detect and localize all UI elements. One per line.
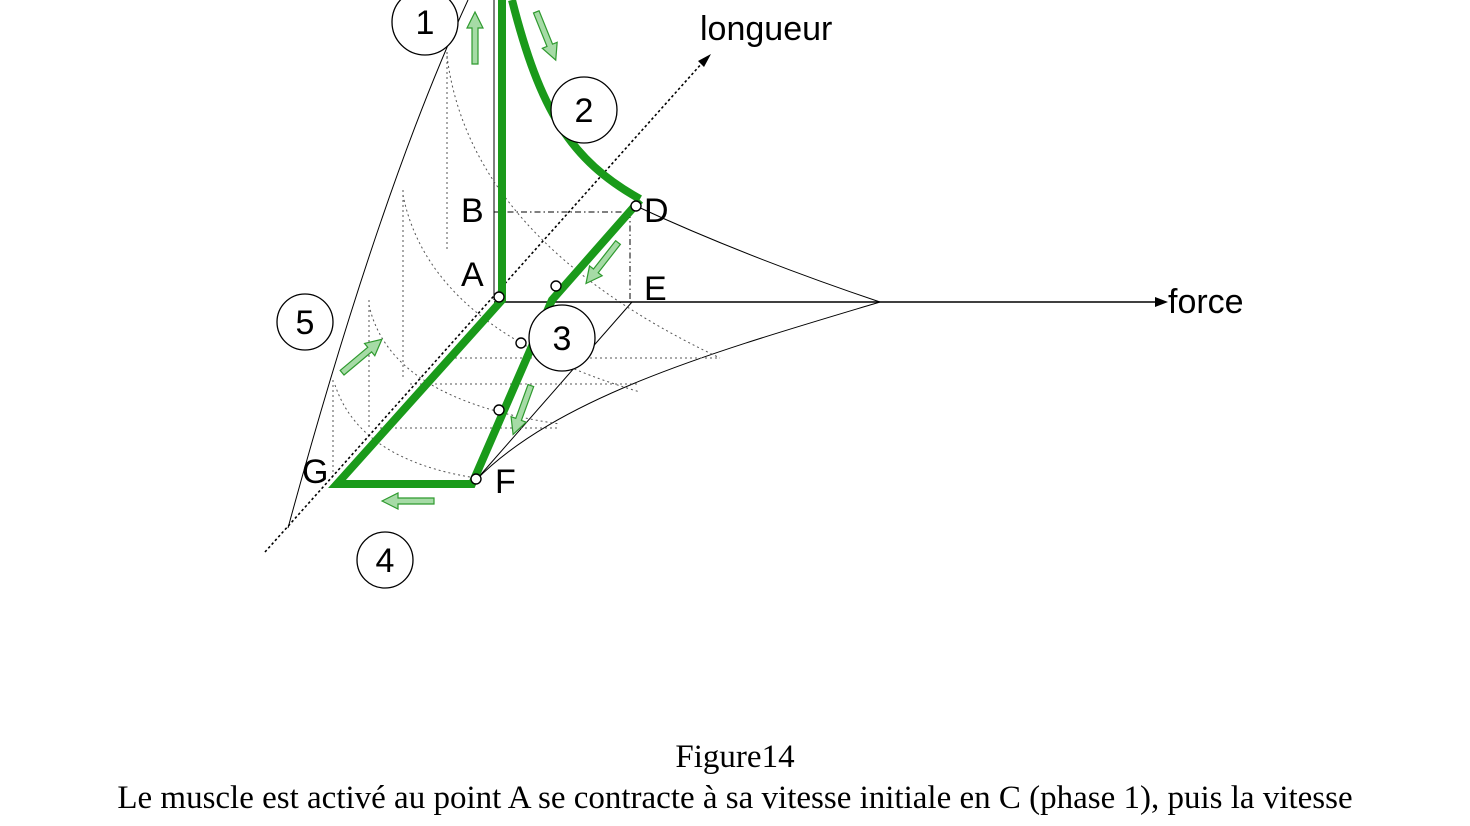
intermediate-marker [550,280,562,292]
arrow-up-icon [466,10,484,65]
projection-lines [494,211,631,302]
point-b-label: B [461,192,484,230]
intermediate-marker [493,404,505,416]
dotted-curve [334,384,477,479]
figure-caption-text: Le muscle est activé au point A se contr… [117,780,1353,816]
point-e-label: E [644,270,667,308]
phase-2-circle [550,76,618,144]
dotted-wireframe [332,52,721,479]
length-axis-arrowhead [698,54,711,67]
dotted-curve [402,194,641,393]
marker-points [470,200,642,485]
outer-left-edge [287,0,469,529]
cycle-path [328,0,644,488]
point-f-label: F [495,463,516,501]
dotted-curve [368,304,561,425]
length-axis [264,61,704,553]
phase-3-label: 3 [553,320,572,358]
point-a-marker [493,291,505,303]
curve-peak-to-f [475,301,881,481]
force-axis-label: force [1168,283,1244,321]
point-g-label: G [302,453,328,491]
arrow-down-right-icon [532,9,558,62]
cycle-diagram: 1 2 3 4 5 longueur force B A D E F G [264,0,1244,589]
force-axis-arrowhead [1155,297,1168,307]
length-axis-label: longueur [700,10,832,48]
phase-4-label: 4 [376,542,395,580]
phase-1-label: 1 [416,4,435,42]
arrow-up-right-icon [339,338,383,376]
dotted-curve [446,55,721,359]
line-e-to-f [475,301,633,481]
point-d-label: D [644,192,669,230]
point-a-label: A [461,256,484,294]
surface-wireframe [287,0,881,529]
arrow-left-icon [380,492,435,510]
arrow-down-left-icon [510,383,535,436]
figure-caption-title: Figure14 [675,739,795,775]
phase-4-circle [356,531,414,589]
phase-3-circle [528,304,596,372]
phase-2-label: 2 [575,92,594,130]
point-f-marker [470,473,482,485]
point-d-marker [630,200,642,212]
phase-1-circle [391,0,459,56]
phase-5-label: 5 [296,304,315,342]
intermediate-marker [515,337,527,349]
curve-d-to-peak [635,205,881,303]
arrow-down-left-icon [585,239,622,285]
phase-5-circle [276,293,334,351]
phase-circles [276,0,618,589]
direction-arrows [339,9,622,510]
